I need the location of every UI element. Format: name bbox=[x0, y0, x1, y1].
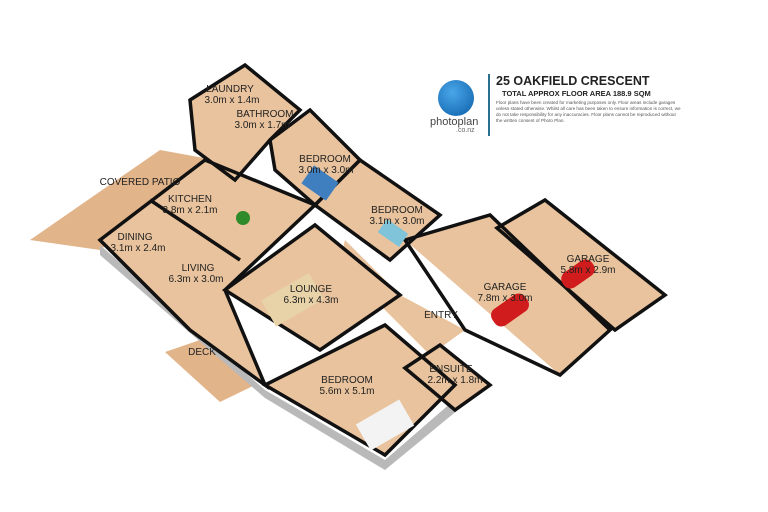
deck-label: DECK bbox=[188, 347, 216, 358]
divider bbox=[488, 74, 490, 136]
house-in-circle-icon bbox=[438, 80, 474, 116]
room-size: 3.8m x 2.1m bbox=[162, 205, 217, 216]
room-size: 3.0m x 1.7m bbox=[234, 120, 289, 131]
room-size: 3.1m x 3.0m bbox=[369, 216, 424, 227]
deck-area bbox=[165, 340, 255, 402]
room-name: BEDROOM bbox=[371, 205, 423, 216]
car-icon bbox=[491, 293, 529, 327]
room-name: ENSUITE bbox=[429, 364, 473, 375]
patio-label: COVERED PATIO bbox=[100, 177, 181, 188]
master-bedroom-walls bbox=[261, 322, 458, 458]
room-name: BATHROOM bbox=[236, 109, 293, 120]
room-size: 3.0m x 3.0m bbox=[298, 165, 353, 176]
plant-icon bbox=[236, 211, 250, 225]
garage-2-walls bbox=[494, 197, 668, 333]
room-name: DINING bbox=[118, 232, 153, 243]
kitchen-wall bbox=[149, 198, 241, 262]
room-size: 2.2m x 1.8m bbox=[427, 375, 482, 386]
room-name: GARAGE bbox=[484, 282, 527, 293]
room-size: 3.0m x 1.4m bbox=[204, 95, 259, 106]
laundry-bathroom-floor bbox=[190, 65, 300, 180]
room-size: 3.1m x 2.4m bbox=[110, 243, 165, 254]
room-name: LAUNDRY bbox=[206, 84, 254, 95]
ensuite-walls bbox=[402, 342, 493, 413]
logo-text: photoplan bbox=[430, 116, 479, 128]
entry-floor bbox=[340, 240, 465, 355]
room-name: GARAGE bbox=[567, 254, 610, 265]
floor-area: TOTAL APPROX FLOOR AREA 188.9 SQM bbox=[502, 89, 651, 98]
covered-patio-area bbox=[30, 150, 215, 250]
bedroom-2-floor bbox=[315, 160, 440, 260]
room-size: 5.8m x 2.9m bbox=[560, 265, 615, 276]
disclaimer: Floor plans have been created for market… bbox=[496, 100, 681, 123]
room-name: ENTRY bbox=[424, 310, 458, 321]
bedroom-2-walls bbox=[312, 157, 443, 263]
room-size: 6.3m x 4.3m bbox=[283, 295, 338, 306]
sofa-icon bbox=[261, 273, 324, 327]
room-size: 5.6m x 5.1m bbox=[319, 386, 374, 397]
room-name: LOUNGE bbox=[290, 284, 333, 295]
property-address: 25 OAKFIELD CRESCENT bbox=[496, 74, 650, 88]
lounge-walls bbox=[221, 222, 403, 353]
logo-subtext: .co.nz bbox=[456, 127, 475, 134]
property-header: photoplan .co.nz 25 OAKFIELD CRESCENT TO… bbox=[430, 70, 690, 140]
living-floor bbox=[100, 160, 315, 385]
bed-icon bbox=[377, 218, 409, 248]
room-name: LIVING bbox=[182, 263, 215, 274]
bed-icon bbox=[301, 165, 339, 201]
bed-icon bbox=[355, 399, 415, 451]
car-icon bbox=[561, 259, 595, 289]
room-name: BEDROOM bbox=[321, 375, 373, 386]
room-size: 7.8m x 3.0m bbox=[477, 293, 532, 304]
garage-1-walls bbox=[402, 213, 613, 378]
room-size: 6.3m x 3.0m bbox=[168, 274, 223, 285]
room-name: KITCHEN bbox=[168, 194, 212, 205]
room-name: BEDROOM bbox=[299, 154, 351, 165]
garage-1-floor bbox=[405, 215, 610, 375]
